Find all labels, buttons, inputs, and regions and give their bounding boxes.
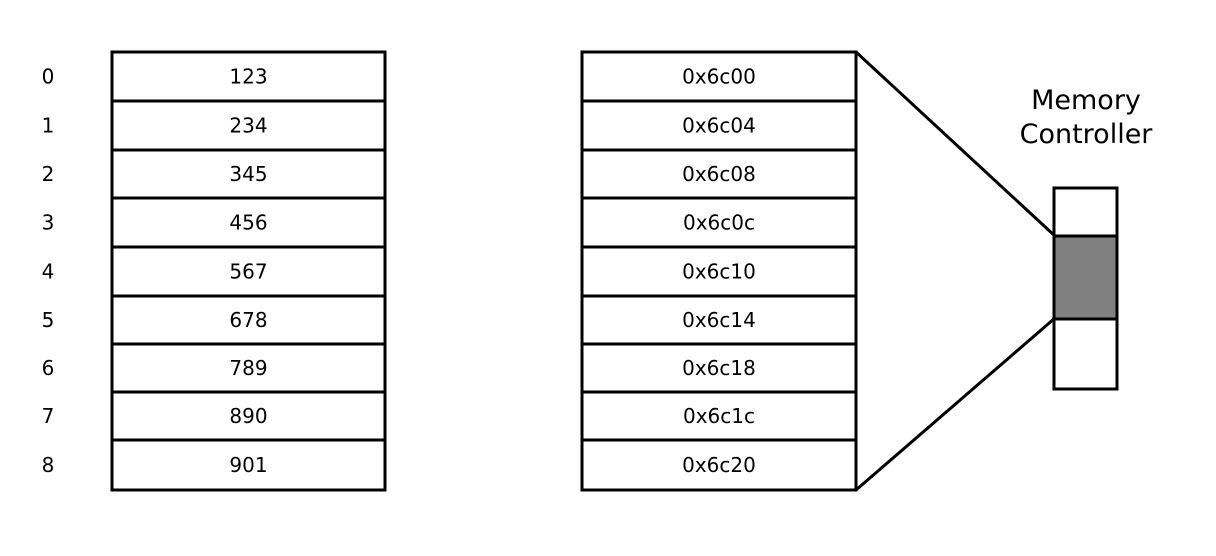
value-cell-text: 345 — [229, 162, 267, 186]
row-index: 2 — [42, 162, 55, 186]
index-column: 0 1 2 3 4 5 6 7 8 — [42, 65, 55, 478]
value-cell-text: 789 — [229, 356, 267, 380]
address-cell — [580, 342, 858, 394]
row-index: 1 — [42, 114, 55, 138]
value-cell-text: 567 — [229, 260, 267, 284]
address-cell — [580, 99, 858, 152]
row-index: 5 — [42, 308, 55, 332]
address-cell — [580, 50, 858, 103]
address-cell-text: 0x6c08 — [682, 162, 756, 186]
memory-controller: Memory Controller — [1020, 85, 1154, 391]
address-array: 0x6c00 0x6c04 0x6c08 0x6c0c 0x6c10 0x6c14 0x6c… — [580, 50, 858, 492]
address-cell — [580, 245, 858, 298]
row-index: 0 — [42, 65, 55, 89]
value-cell-text: 890 — [229, 404, 267, 428]
row-index: 6 — [42, 356, 55, 380]
address-cell — [580, 390, 858, 442]
address-cell-text: 0x6c00 — [682, 65, 756, 89]
memory-controller-top-slot — [1052, 186, 1119, 238]
address-cell-text: 0x6c1c — [683, 404, 755, 428]
value-cell-text: 678 — [229, 308, 267, 332]
value-cell-text: 123 — [229, 65, 267, 89]
value-array: 123 234 345 456 567 678 789 890 901 — [110, 50, 387, 492]
funnel-top-line — [854, 50, 1057, 238]
address-cell-text: 0x6c18 — [682, 356, 756, 380]
value-cell-text: 234 — [229, 114, 267, 138]
address-cell-text: 0x6c10 — [682, 260, 756, 284]
row-index: 7 — [42, 404, 55, 428]
value-cell — [110, 50, 387, 103]
memory-controller-label-line2: Controller — [1020, 119, 1154, 150]
address-cell-text: 0x6c0c — [683, 211, 755, 235]
value-cell — [110, 196, 387, 249]
funnel-bottom-line — [855, 316, 1056, 492]
address-cell-text: 0x6c14 — [682, 308, 756, 332]
value-cell — [110, 390, 387, 442]
row-index: 4 — [42, 260, 55, 284]
memory-controller-bottom-slot — [1052, 317, 1119, 391]
address-cell-text: 0x6c20 — [682, 453, 756, 477]
value-cell-text: 901 — [229, 453, 267, 477]
value-cell-text: 456 — [229, 211, 267, 235]
address-cell — [580, 438, 858, 492]
funnel-connector — [854, 50, 1057, 492]
row-index: 8 — [42, 453, 55, 477]
row-index: 3 — [42, 211, 55, 235]
value-cell — [110, 294, 387, 346]
memory-controller-label-line1: Memory — [1031, 85, 1141, 116]
address-cell-text: 0x6c04 — [682, 114, 756, 138]
address-cell — [580, 148, 858, 200]
memory-controller-active-slot — [1052, 234, 1119, 321]
value-cell — [110, 438, 387, 492]
